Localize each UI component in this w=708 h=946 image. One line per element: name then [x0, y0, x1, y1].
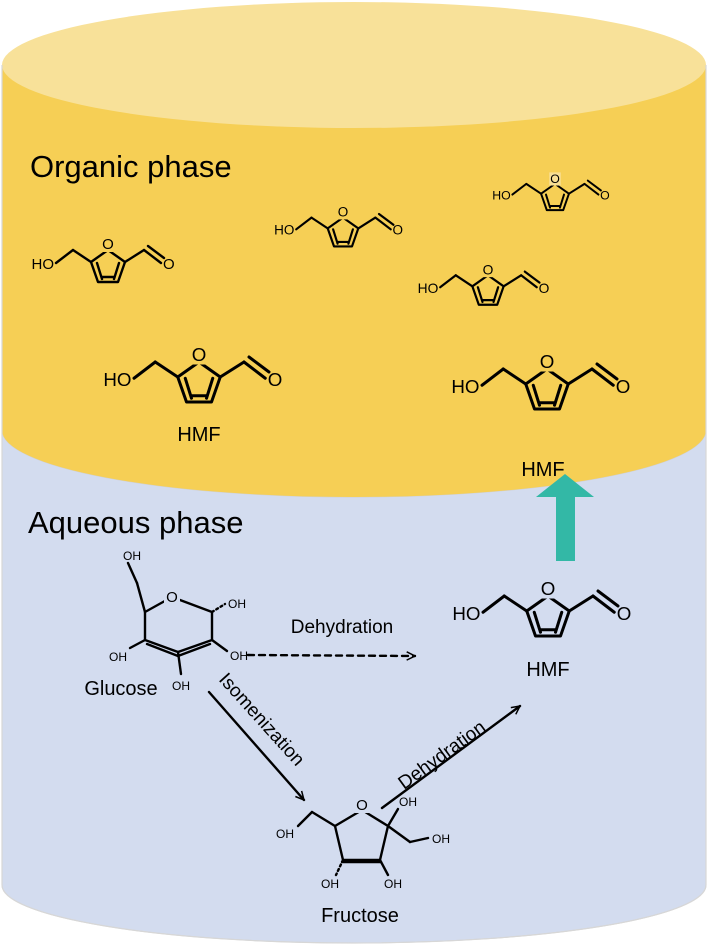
- glucose-label: Glucose: [84, 678, 157, 700]
- glucose-molecule: O OH OH OH OH OH: [109, 549, 248, 693]
- phase-transfer-arrow: [536, 474, 594, 561]
- organic-phase: [2, 65, 706, 497]
- svg-text:OH: OH: [399, 795, 417, 809]
- svg-text:OH: OH: [384, 877, 402, 891]
- aqueous-phase-label: Aqueous phase: [28, 505, 243, 540]
- svg-text:OH: OH: [123, 549, 141, 563]
- hmf-label: HMF: [521, 459, 564, 481]
- svg-text:OH: OH: [432, 832, 450, 846]
- hmf-label: HMF: [177, 424, 220, 446]
- isomerization-arrow: [207, 690, 306, 800]
- svg-text:OH: OH: [321, 877, 339, 891]
- svg-text:OH: OH: [172, 679, 190, 693]
- fructose-label: Fructose: [321, 905, 399, 927]
- fructose-molecule: O OH OH OH OH OH: [276, 795, 450, 891]
- svg-text:O: O: [356, 797, 368, 814]
- glucose-dehydration-arrow: [246, 655, 417, 656]
- cylinder-outline: [1, 65, 707, 944]
- svg-text:OH: OH: [228, 597, 246, 611]
- organic-phase-label: Organic phase: [30, 149, 232, 184]
- svg-text:OH: OH: [276, 827, 294, 841]
- svg-text:OH: OH: [109, 650, 127, 664]
- svg-text:OH: OH: [230, 649, 248, 663]
- hmf-label: HMF: [526, 659, 569, 681]
- svg-text:O: O: [166, 589, 178, 606]
- glucose-dehydration-label: Dehydration: [291, 617, 393, 638]
- cylinder-top: [2, 2, 706, 128]
- fructose-dehydration-arrow: [380, 704, 520, 810]
